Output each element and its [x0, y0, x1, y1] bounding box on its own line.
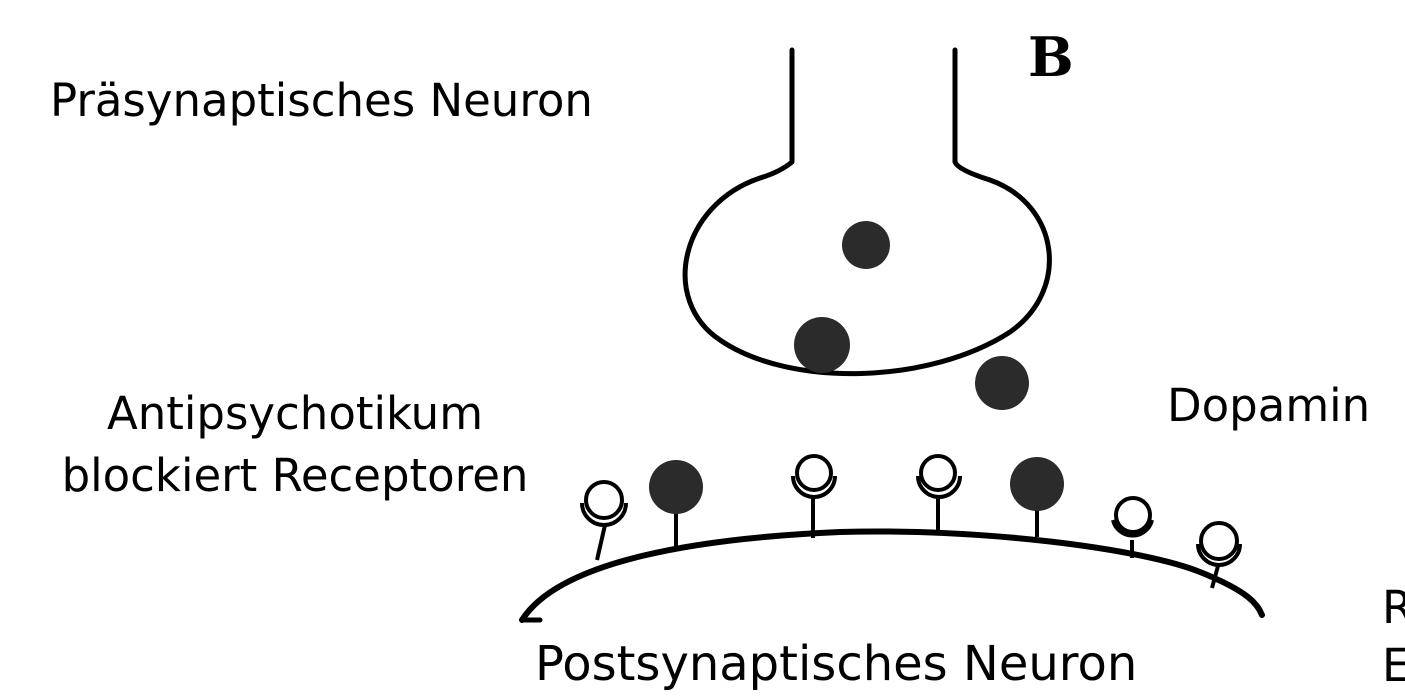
cut-off-label-2: E	[1382, 643, 1405, 688]
receptor-3-open-site	[797, 456, 831, 490]
antipsychotic-molecule-1	[649, 460, 703, 514]
antipsychotic-molecule-2	[1010, 457, 1064, 511]
dopamine-vesicle-inside	[842, 221, 890, 269]
receptor-7-open-site	[1201, 523, 1237, 559]
receptor-4-open-site	[921, 456, 955, 490]
receptor-2-blocked	[649, 460, 703, 548]
presynaptic-neuron-label: Präsynaptisches Neuron	[50, 78, 593, 123]
receptor-1-open-site	[586, 482, 622, 518]
dopamine-vesicle-releasing	[794, 317, 850, 373]
dopamine-molecule-cleft	[975, 356, 1029, 410]
receptor-6-open-site	[1116, 498, 1150, 532]
postsynaptic-neuron-label: Postsynaptisches Neuron	[535, 640, 1137, 688]
antipsychotic-label: Antipsychotikum blockiert Receptoren	[0, 383, 590, 507]
receptor-4	[918, 456, 960, 533]
receptor-3	[793, 456, 835, 538]
postsynaptic-membrane	[522, 531, 1262, 620]
antipsychotic-label-line-1: Antipsychotikum	[0, 383, 590, 445]
presynaptic-terminal	[685, 50, 1049, 374]
receptor-5-blocked	[1010, 457, 1064, 537]
cut-off-label-1: R	[1382, 585, 1405, 630]
panel-letter: B	[1028, 30, 1074, 84]
antipsychotic-label-line-2: blockiert Receptoren	[0, 445, 590, 507]
dopamine-label: Dopamin	[1167, 383, 1370, 428]
